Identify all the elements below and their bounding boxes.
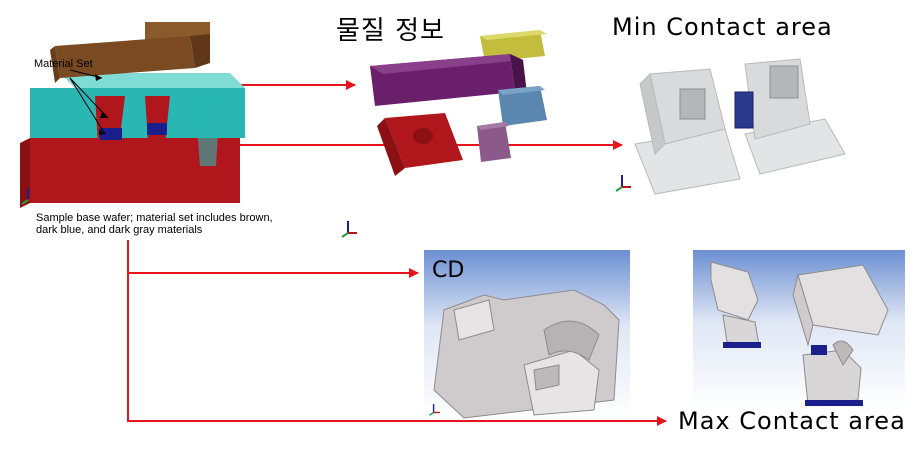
axis-triad-icon	[341, 221, 357, 238]
arrow-to-max-contact	[127, 273, 667, 426]
max-contact-title: Max Contact area	[678, 407, 906, 435]
axis-triad-icon	[429, 404, 440, 416]
cd-title: CD	[432, 258, 465, 283]
arrow-to-cd	[127, 240, 419, 278]
axis-triad-icon	[615, 175, 631, 192]
axis-triad-icon	[21, 188, 37, 205]
max-contact-model	[710, 261, 889, 406]
material-blocks-model	[370, 30, 547, 176]
material-info-title: 물질 정보	[336, 16, 445, 46]
wafer-caption: Sample base wafer; material set includes…	[36, 212, 273, 236]
min-contact-model	[634, 58, 846, 195]
cd-model	[433, 289, 620, 419]
base-wafer-model	[20, 22, 245, 208]
material-set-label: Material Set	[34, 58, 93, 70]
min-contact-title: Min Contact area	[612, 13, 833, 41]
